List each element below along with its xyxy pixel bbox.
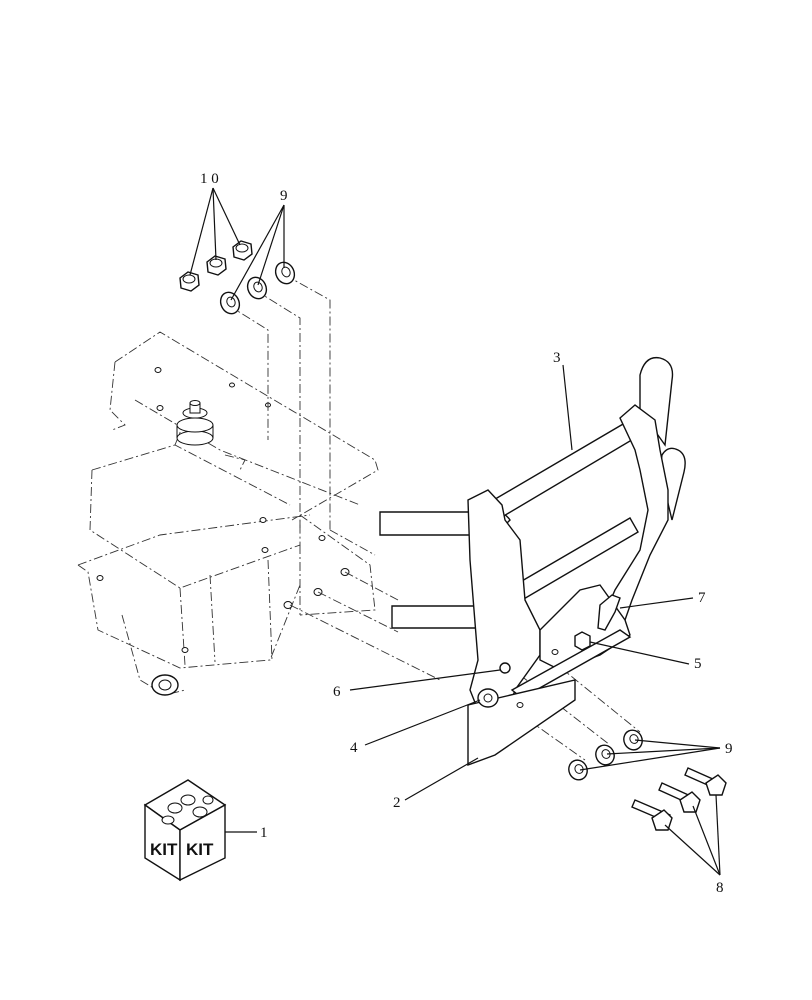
callout-3: 3 <box>553 350 561 366</box>
callout-4: 4 <box>350 740 358 756</box>
washer-icon <box>274 261 296 285</box>
washer-icon <box>219 291 241 315</box>
callout-labels: 1 0 9 3 7 5 6 4 2 9 8 1 <box>200 171 733 896</box>
kit-box: KIT KIT <box>143 779 227 882</box>
callout-9-upper: 9 <box>280 188 288 204</box>
nut-icon <box>206 255 227 276</box>
callout-5: 5 <box>694 656 702 672</box>
bolt-icon <box>684 767 727 796</box>
callout-7: 7 <box>698 590 706 606</box>
washer-group-lower <box>568 729 643 781</box>
callout-10: 1 0 <box>200 171 219 187</box>
leader-lines <box>189 187 721 876</box>
bolt-icon <box>658 782 701 813</box>
washer-icon <box>246 276 268 300</box>
callout-6: 6 <box>333 684 341 700</box>
kit-contents-icon <box>161 794 214 825</box>
bolt-icon <box>631 799 673 831</box>
tractor-front-frame <box>77 331 379 696</box>
callout-9-lower: 9 <box>725 741 733 757</box>
callout-2: 2 <box>393 795 401 811</box>
callout-8: 8 <box>716 880 724 896</box>
front-guard-bar <box>379 356 686 767</box>
bolt-group <box>631 767 727 831</box>
kit-label-right: KIT <box>186 840 214 859</box>
washer-icon <box>595 744 615 766</box>
washer-icon <box>623 729 643 751</box>
callout-1: 1 <box>260 825 268 841</box>
nut-icon <box>232 240 253 261</box>
kit-label-left: KIT <box>150 840 178 859</box>
nut-icon <box>179 271 200 292</box>
washer-icon <box>568 759 588 781</box>
nut-group <box>179 240 253 292</box>
washer-group-upper <box>219 261 296 315</box>
